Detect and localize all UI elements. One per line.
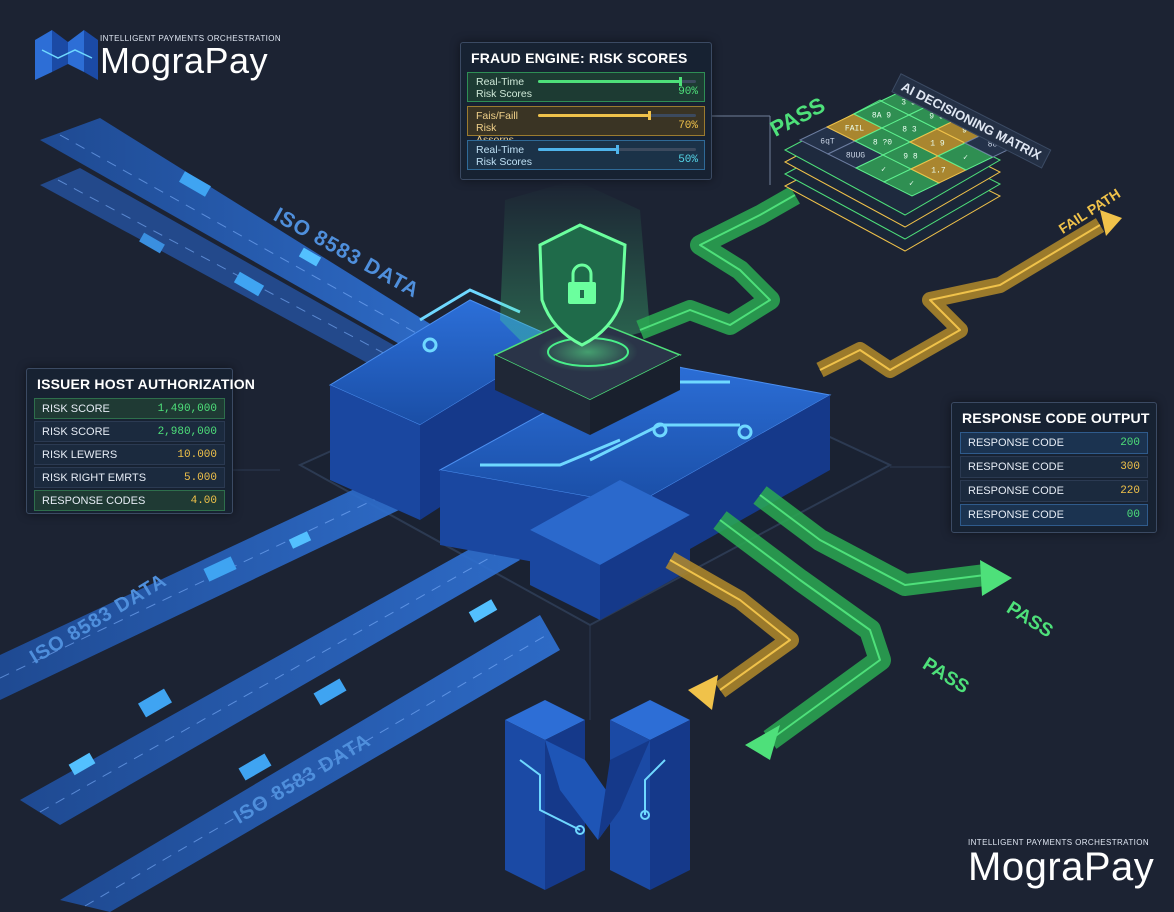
issuer-row: RISK LEWERS 10.000 (34, 444, 225, 465)
issuer-row: RISK RIGHT EMRTS 5.000 (34, 467, 225, 488)
fraud-row-label: Real-Time (476, 76, 525, 88)
issuer-row-value: 10.000 (177, 448, 217, 461)
issuer-row-label: RISK LEWERS (42, 448, 118, 461)
brand-name: MograPay (968, 845, 1155, 889)
issuer-row-value: 2,980,000 (157, 425, 217, 438)
risk-bar (538, 145, 696, 154)
fraud-row-label: Risk Scores (476, 156, 533, 168)
response-row-value: 00 (1126, 509, 1140, 521)
fraud-row: Real-Time Risk Scores 50% (467, 140, 705, 170)
issuer-host-title: ISSUER HOST AUTHORIZATION (37, 376, 256, 392)
fraud-row-percent: 50% (678, 154, 698, 166)
iso-lane-top (40, 118, 440, 378)
fraud-row-label: Real-Time (476, 144, 525, 156)
risk-bar (538, 111, 696, 120)
issuer-row-value: 4.00 (190, 494, 217, 507)
response-code-panel: RESPONSE CODE OUTPUT RESPONSE CODE 200 R… (951, 402, 1157, 533)
response-code-title: RESPONSE CODE OUTPUT (962, 410, 1150, 426)
iso-lane-bottom (60, 599, 560, 912)
response-row: RESPONSE CODE 00 (960, 504, 1148, 526)
iso-lane-middle (0, 470, 420, 700)
issuer-row-label: RISK RIGHT EMRTS (42, 471, 147, 484)
brand-tagline: INTELLIGENT PAYMENTS ORCHESTRATION (968, 838, 1150, 847)
fraud-row: Fais/Faill Risk Assorns 70% (467, 106, 705, 146)
response-row-label: RESPONSE CODE (968, 437, 1064, 449)
fail-path-bottom (665, 552, 799, 710)
brand-top: INTELLIGENT PAYMENTS ORCHESTRATION Mogra… (100, 34, 281, 79)
brand-tagline: INTELLIGENT PAYMENTS ORCHESTRATION (100, 34, 282, 43)
response-row-value: 300 (1120, 461, 1140, 473)
iso-lane-lower (20, 535, 520, 825)
fraud-row-label: Risk Scores (476, 88, 533, 100)
fraud-row-label: Fais/Faill (476, 110, 519, 122)
issuer-row-label: RESPONSE CODES (42, 494, 146, 507)
response-row-label: RESPONSE CODE (968, 509, 1064, 521)
issuer-row-label: RISK SCORE (42, 425, 110, 438)
pass-path-right (753, 486, 1012, 596)
issuer-row: RISK SCORE 1,490,000 (34, 398, 225, 419)
response-row-label: RESPONSE CODE (968, 461, 1064, 473)
response-row: RESPONSE CODE 200 (960, 432, 1148, 454)
issuer-host-panel: ISSUER HOST AUTHORIZATION RISK SCORE 1,4… (26, 368, 256, 514)
response-row-value: 220 (1120, 485, 1140, 497)
response-row: RESPONSE CODE 220 (960, 480, 1148, 502)
response-row: RESPONSE CODE 300 (960, 456, 1148, 478)
hub-building (328, 288, 832, 620)
mograpay-logo-icon (35, 30, 98, 80)
fraud-engine-panel: FRAUD ENGINE: RISK SCORES Real-Time Risk… (460, 42, 712, 180)
fraud-row: Real-Time Risk Scores 90% (467, 72, 705, 102)
risk-bar (538, 77, 696, 86)
issuer-row-value: 5.000 (183, 471, 217, 484)
issuer-row-label: RISK SCORE (42, 402, 110, 415)
shield-icon (493, 180, 682, 435)
fraud-row-percent: 70% (678, 120, 698, 132)
brand-name: MograPay (100, 40, 269, 81)
response-row-value: 200 (1120, 437, 1140, 449)
issuer-row-value: 1,490,000 (157, 402, 217, 415)
pass-path-bottom (713, 511, 891, 760)
response-row-label: RESPONSE CODE (968, 485, 1064, 497)
fail-path-top (816, 210, 1122, 378)
pass-path-top (636, 186, 800, 340)
issuer-row: RISK SCORE 2,980,000 (34, 421, 225, 442)
mograpay-logo-block-icon (505, 700, 690, 890)
fraud-engine-title: FRAUD ENGINE: RISK SCORES (471, 50, 688, 66)
brand-bottom: INTELLIGENT PAYMENTS ORCHESTRATION Mogra… (968, 838, 1154, 887)
issuer-row: RESPONSE CODES 4.00 (34, 490, 225, 511)
fraud-row-percent: 90% (678, 86, 698, 98)
